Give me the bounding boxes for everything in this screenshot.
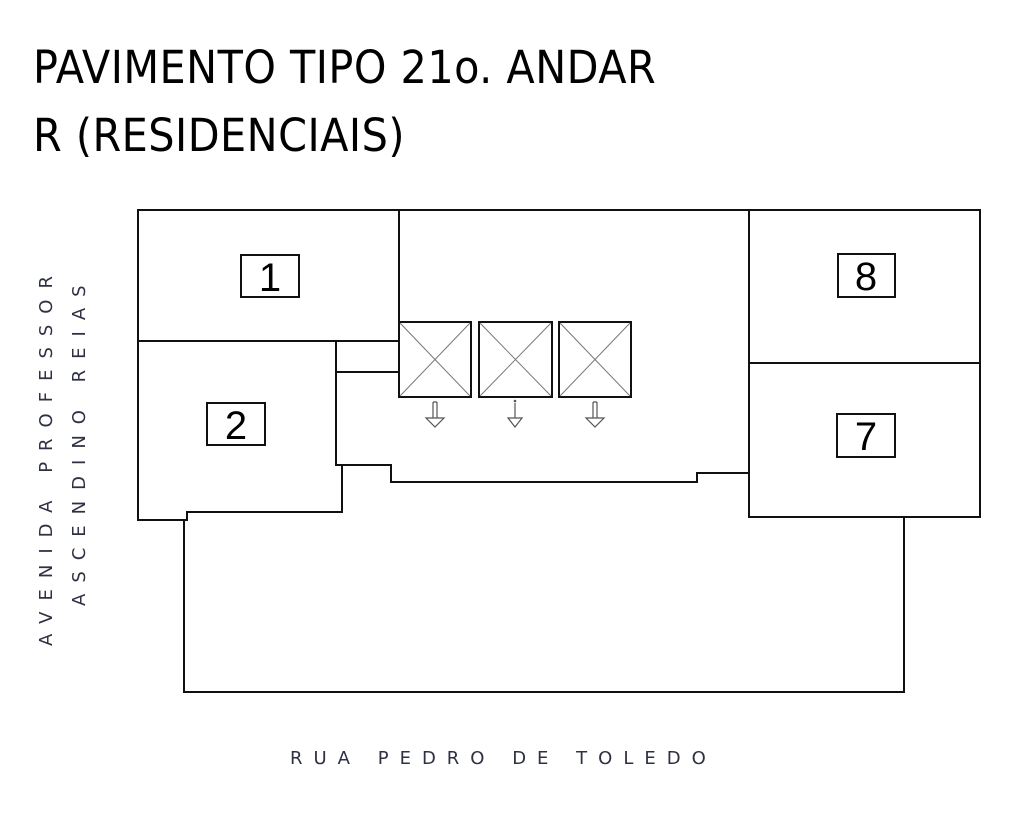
arrow-down-icon xyxy=(424,401,446,428)
title-line-1: PAVIMENTO TIPO 21o. ANDAR xyxy=(33,41,657,94)
street-bottom: RUA PEDRO DE TOLEDO xyxy=(290,748,717,769)
unit-label-8: 8 xyxy=(837,253,896,299)
elevator-1 xyxy=(398,321,472,398)
street-left-line-2: ASCENDINO REIAS xyxy=(69,274,90,606)
elevator-3 xyxy=(558,321,632,398)
unit-number: 8 xyxy=(855,255,877,299)
unit-2-outline xyxy=(137,210,343,521)
arrow-down-icon xyxy=(584,401,606,428)
arrow-down-icon xyxy=(506,403,524,428)
unit-number: 1 xyxy=(259,256,281,300)
street-left-line-1: AVENIDA PROFESSOR xyxy=(36,265,57,646)
elevator-2 xyxy=(478,321,553,398)
corridor-wall xyxy=(342,464,749,483)
unit-label-1: 1 xyxy=(240,254,300,300)
unit-number: 2 xyxy=(225,404,247,448)
lower-area-outline xyxy=(183,517,905,693)
unit-7-outline xyxy=(748,362,981,518)
title-line-2: R (RESIDENCIAIS) xyxy=(33,109,405,162)
unit-number: 7 xyxy=(855,415,877,459)
unit-label-2: 2 xyxy=(206,402,266,448)
unit-label-7: 7 xyxy=(836,413,896,459)
